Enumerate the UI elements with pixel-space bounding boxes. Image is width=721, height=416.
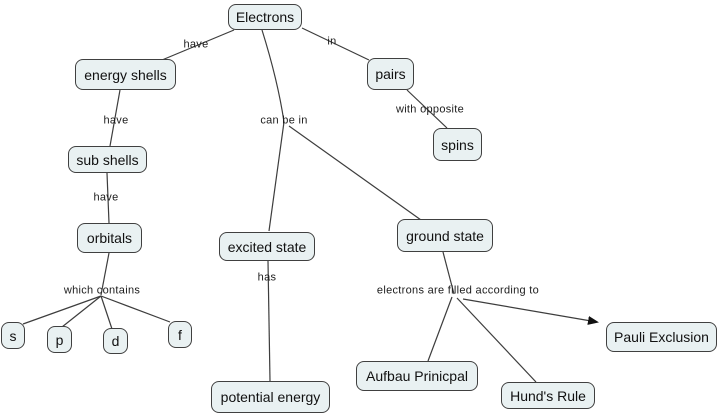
edge-which-contains-p bbox=[61, 295, 102, 328]
edge-which-contains-s bbox=[22, 295, 102, 325]
link-label-can-be-in[interactable]: can be in bbox=[260, 114, 308, 127]
node-spins[interactable]: spins bbox=[433, 128, 482, 161]
node-p[interactable]: p bbox=[47, 326, 72, 353]
link-label-with-opposite[interactable]: with opposite bbox=[395, 103, 465, 116]
node-aufbau-prinicpal[interactable]: Aufbau Prinicpal bbox=[356, 361, 478, 391]
node-ground-state[interactable]: ground state bbox=[397, 219, 493, 252]
node-electrons[interactable]: Electrons bbox=[228, 4, 302, 30]
edge-filled-pauli-exclusion bbox=[462, 298, 599, 325]
node-s[interactable]: s bbox=[1, 322, 25, 349]
node-pauli-exclusion[interactable]: Pauli Exclusion bbox=[606, 322, 717, 352]
node-hunds-rule[interactable]: Hund's Rule bbox=[501, 382, 595, 409]
edge-electrons-pairs bbox=[301, 27, 370, 61]
edge-can-be-in-excited-state bbox=[268, 121, 285, 232]
node-f[interactable]: f bbox=[168, 321, 192, 348]
edge-which-contains-f bbox=[100, 295, 171, 323]
edge-filled-hunds-rule bbox=[456, 297, 537, 383]
edge-pairs-spins bbox=[406, 89, 448, 129]
edge-which-contains-d bbox=[100, 295, 113, 330]
node-sub-shells[interactable]: sub shells bbox=[68, 146, 147, 173]
link-label-in[interactable]: in bbox=[327, 35, 337, 48]
node-energy-shells[interactable]: energy shells bbox=[75, 59, 176, 90]
link-label-filled-according-to[interactable]: electrons are filled according to bbox=[376, 284, 540, 297]
edge-ground-state-filled bbox=[442, 251, 455, 295]
node-d[interactable]: d bbox=[103, 328, 128, 354]
node-potential-energy[interactable]: potential energy bbox=[211, 381, 330, 413]
edge-filled-aufbau bbox=[427, 296, 453, 362]
node-pairs[interactable]: pairs bbox=[367, 58, 414, 90]
edge-orbitals-which-contains bbox=[100, 252, 110, 296]
link-label-which-contains[interactable]: which contains bbox=[63, 284, 141, 297]
edge-electrons-can-be-in bbox=[261, 29, 285, 123]
link-label-have-sub-shells[interactable]: have bbox=[103, 114, 129, 127]
link-label-have-energy-shells[interactable]: have bbox=[183, 38, 209, 51]
node-excited-state[interactable]: excited state bbox=[219, 232, 315, 261]
link-label-have-orbitals[interactable]: have bbox=[93, 191, 119, 204]
edge-excited-state-potential-energy bbox=[267, 260, 271, 382]
edge-energy-shells-sub-shells bbox=[109, 89, 121, 147]
edge-electrons-energy-shells bbox=[161, 29, 235, 61]
link-label-has[interactable]: has bbox=[257, 271, 277, 284]
node-orbitals[interactable]: orbitals bbox=[77, 223, 142, 253]
edge-sub-shells-orbitals bbox=[106, 172, 110, 224]
edge-can-be-in-ground-state bbox=[288, 125, 422, 221]
